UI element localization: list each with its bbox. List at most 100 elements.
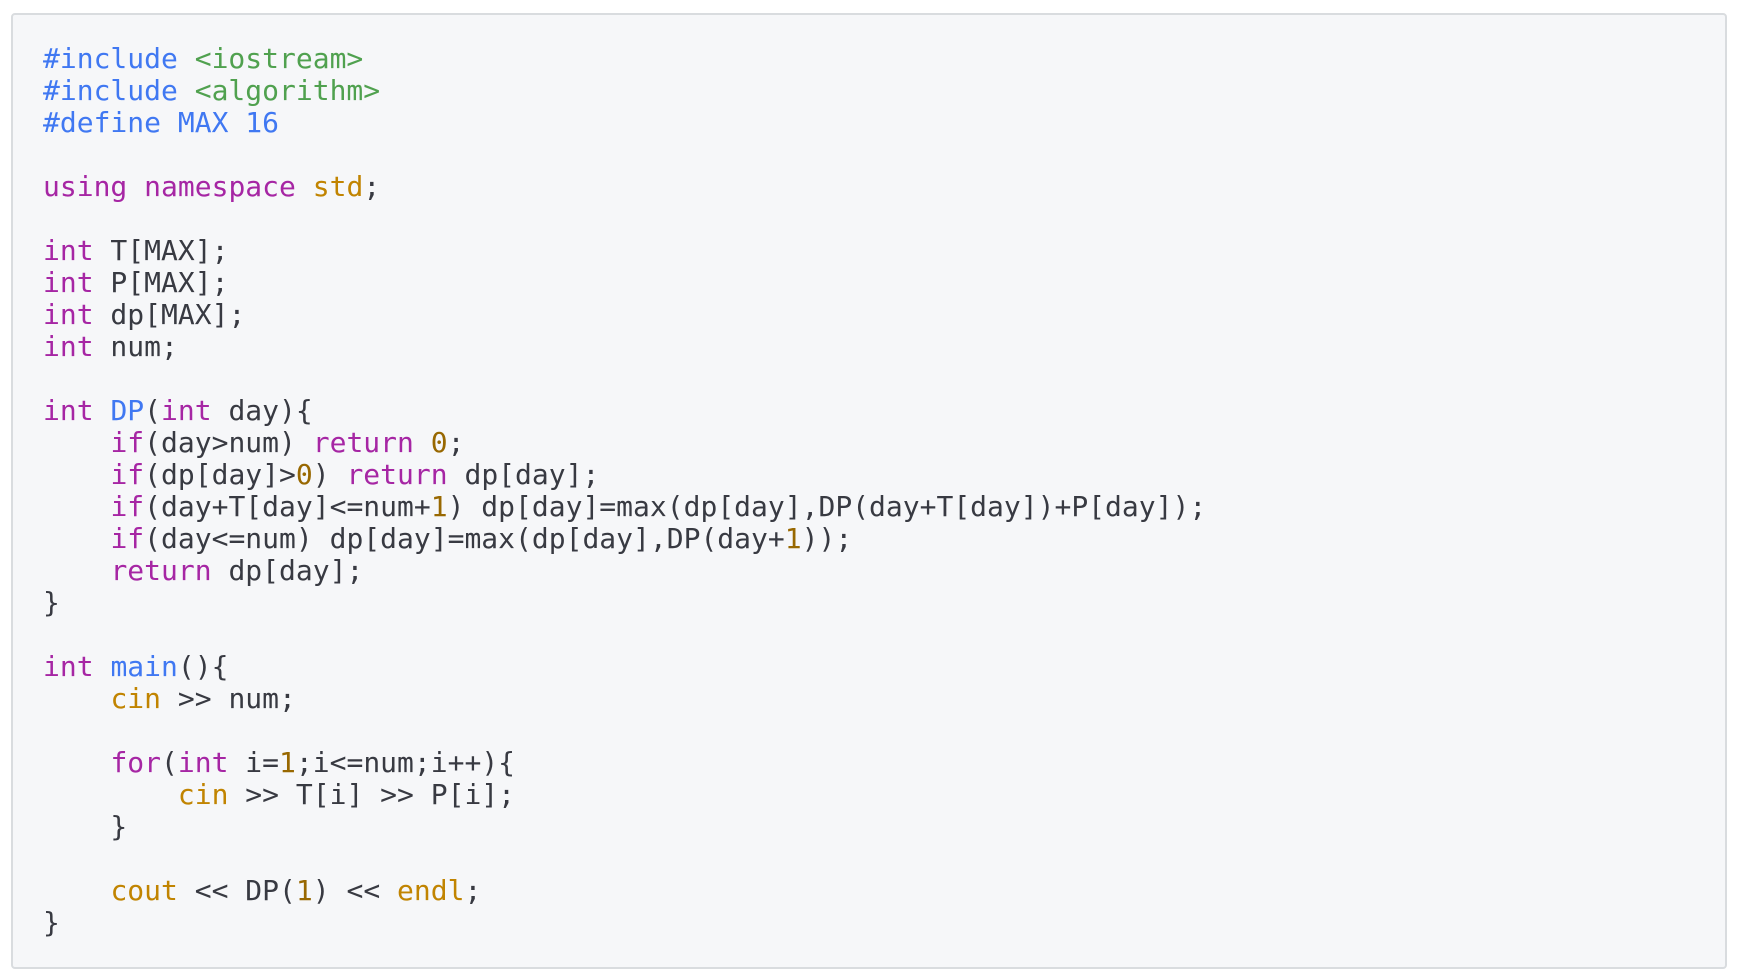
code-token: if: [110, 458, 145, 491]
code-token: int: [43, 650, 94, 683]
code-line: #include <iostream>: [43, 43, 1725, 75]
code-token: [43, 458, 110, 491]
code-token: endl: [397, 874, 465, 907]
code-token: namespace: [144, 170, 296, 203]
code-token: using: [43, 170, 128, 203]
code-line: if(day<=num) dp[day]=max(dp[day],DP(day+…: [43, 523, 1725, 555]
code-token: }: [43, 586, 60, 619]
code-token: DP: [110, 394, 145, 427]
code-line: cin >> T[i] >> P[i];: [43, 779, 1725, 811]
code-token: main: [110, 650, 178, 683]
code-line: int P[MAX];: [43, 267, 1725, 299]
code-token: (dp[day]>: [144, 458, 296, 491]
code-line: }: [43, 587, 1725, 619]
code-token: << DP(: [177, 874, 296, 907]
code-token: P[MAX];: [93, 266, 229, 299]
code-token: [43, 426, 110, 459]
code-token: 1: [279, 746, 296, 779]
code-token: [94, 650, 111, 683]
code-token: >> T[i] >> P[i];: [228, 778, 516, 811]
code-block: #include <iostream>#include <algorithm>#…: [11, 13, 1727, 969]
code-line: return dp[day];: [43, 555, 1725, 587]
code-token: ) dp[day]=max(dp[day],DP(day+T[day])+P[d…: [447, 490, 1207, 523]
code-listing[interactable]: #include <iostream>#include <algorithm>#…: [43, 43, 1725, 939]
code-token: int: [43, 394, 94, 427]
code-token: (day+T[day]<=num+: [144, 490, 431, 523]
code-token: <iostream>: [194, 42, 364, 75]
code-token: ;: [363, 170, 381, 203]
code-token: [43, 682, 110, 715]
code-token: num;: [93, 330, 178, 363]
code-line: for(int i=1;i<=num;i++){: [43, 747, 1725, 779]
code-line: [43, 715, 1725, 747]
code-line: [43, 139, 1725, 171]
code-token: int: [177, 746, 229, 779]
code-token: int: [43, 298, 94, 331]
code-token: ): [312, 458, 347, 491]
code-token: [414, 426, 431, 459]
code-token: 1: [784, 522, 802, 555]
code-token: <algorithm>: [194, 74, 381, 107]
code-line: cout << DP(1) << endl;: [43, 875, 1725, 907]
code-token: [178, 74, 195, 107]
code-token: day){: [211, 394, 313, 427]
code-token: (: [161, 746, 178, 779]
code-token: int: [43, 234, 94, 267]
code-token: if: [110, 426, 145, 459]
code-token: std: [312, 170, 364, 203]
code-token: return: [110, 554, 212, 587]
code-line: using namespace std;: [43, 171, 1725, 203]
code-token: return: [346, 458, 448, 491]
code-line: int DP(int day){: [43, 395, 1725, 427]
code-token: dp[day];: [211, 554, 364, 587]
code-line: int dp[MAX];: [43, 299, 1725, 331]
code-token: ;i<=num;i++){: [295, 746, 516, 779]
code-token: #define MAX 16: [43, 106, 280, 139]
code-token: int: [43, 330, 94, 363]
code-line: [43, 363, 1725, 395]
code-line: }: [43, 907, 1725, 939]
code-token: [43, 778, 178, 811]
code-token: [94, 394, 111, 427]
code-line: }: [43, 811, 1725, 843]
code-token: [43, 746, 110, 779]
code-token: (day>num): [144, 426, 313, 459]
code-token: ));: [801, 522, 853, 555]
code-token: (){: [177, 650, 229, 683]
code-line: int main(){: [43, 651, 1725, 683]
code-token: [178, 42, 195, 75]
code-token: [296, 170, 313, 203]
code-token: 0: [430, 426, 448, 459]
code-token: cin: [110, 682, 162, 715]
code-token: [43, 874, 110, 907]
code-token: [43, 490, 110, 523]
code-token: int: [43, 266, 94, 299]
code-line: if(dp[day]>0) return dp[day];: [43, 459, 1725, 491]
code-token: 1: [430, 490, 448, 523]
code-token: [43, 554, 110, 587]
code-token: [43, 522, 110, 555]
code-line: [43, 203, 1725, 235]
code-line: [43, 843, 1725, 875]
code-line: int T[MAX];: [43, 235, 1725, 267]
code-token: T[MAX];: [93, 234, 229, 267]
code-token: }: [43, 906, 60, 939]
code-line: [43, 619, 1725, 651]
code-line: if(day>num) return 0;: [43, 427, 1725, 459]
code-line: if(day+T[day]<=num+1) dp[day]=max(dp[day…: [43, 491, 1725, 523]
code-token: cin: [177, 778, 229, 811]
code-token: }: [43, 810, 128, 843]
code-token: return: [312, 426, 414, 459]
code-token: for: [110, 746, 162, 779]
code-token: if: [110, 490, 145, 523]
code-token: >> num;: [161, 682, 296, 715]
code-token: #include: [43, 42, 178, 75]
code-token: ) <<: [312, 874, 398, 907]
code-line: #define MAX 16: [43, 107, 1725, 139]
code-token: 0: [295, 458, 313, 491]
code-token: ;: [447, 426, 465, 459]
code-token: (day<=num) dp[day]=max(dp[day],DP(day+: [144, 522, 785, 555]
code-token: dp[MAX];: [93, 298, 246, 331]
code-token: if: [110, 522, 145, 555]
code-line: int num;: [43, 331, 1725, 363]
